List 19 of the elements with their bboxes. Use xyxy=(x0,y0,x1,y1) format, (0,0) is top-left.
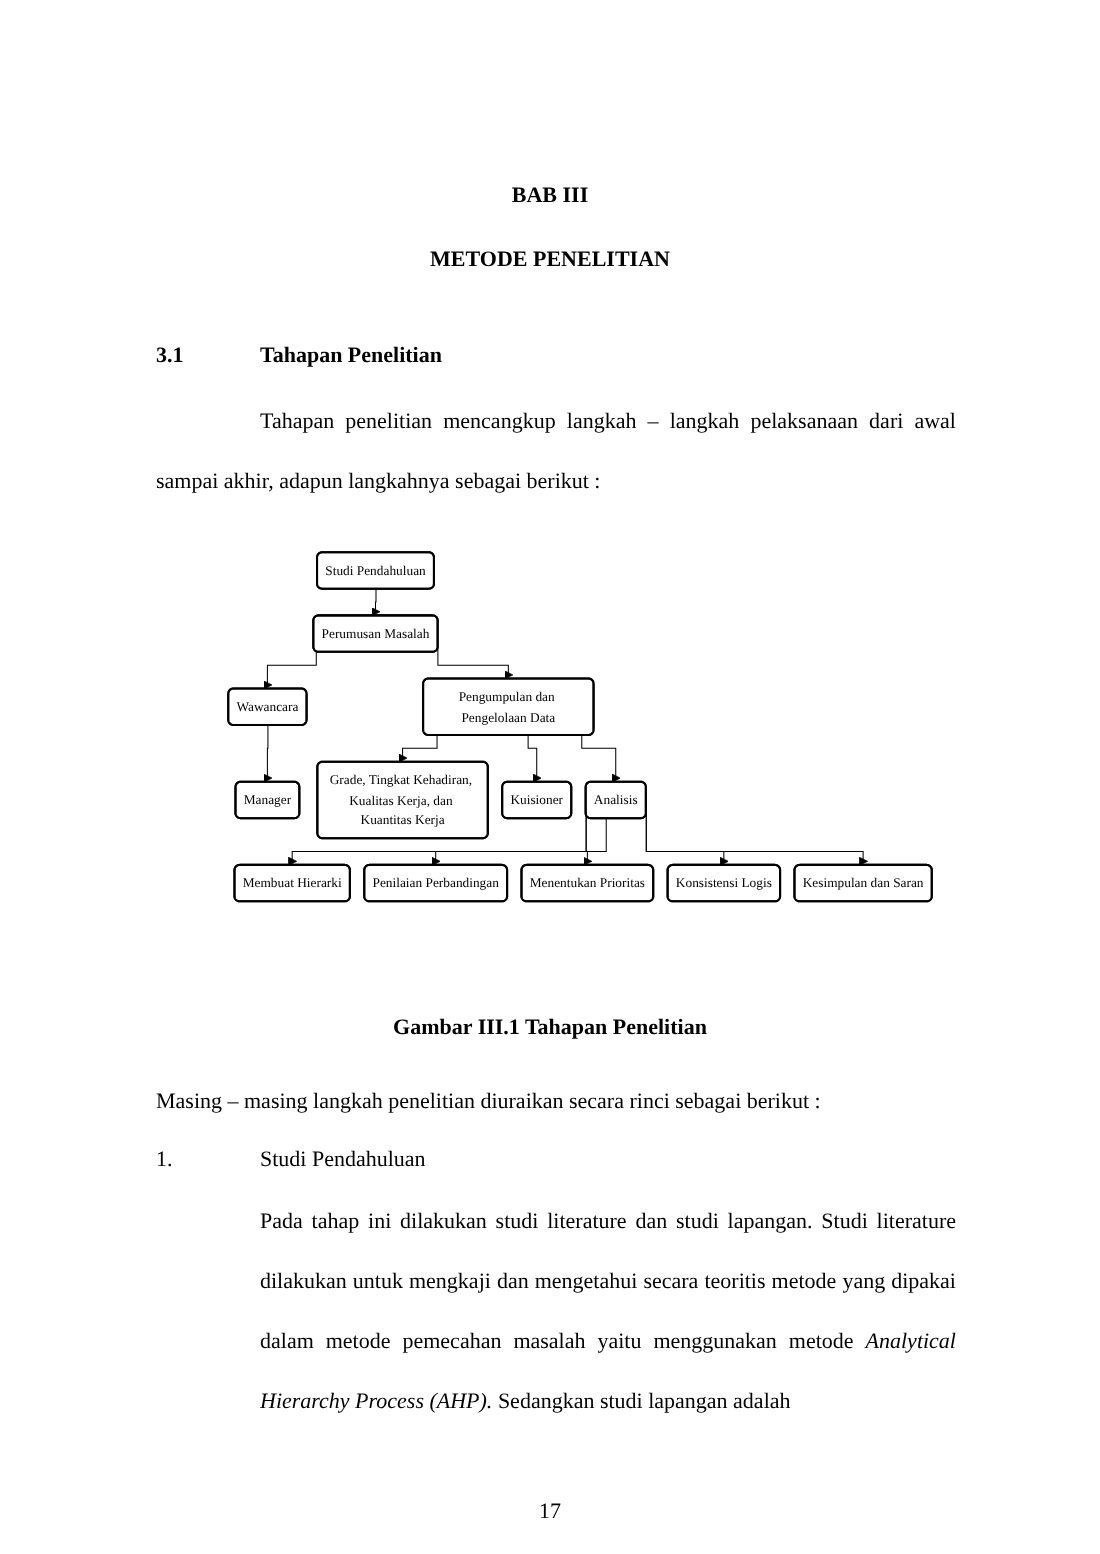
paragraph: Tahapan penelitian mencangkup langkah – langkah pelaksanaan dari awal sampai akhir, adapun langkahnya sebagai berikut : xyxy=(156,408,956,498)
arrow xyxy=(263,650,317,689)
arrow xyxy=(437,647,514,679)
list-number: 1. xyxy=(156,1148,173,1172)
list-heading: Studi Pendahuluan xyxy=(260,1148,426,1172)
paragraph: Pada tahap ini dilakukan studi literature dan studi lapangan. Studi literature dilakukan untuk mengkaji dan mengetahui secara teoritis metode yang dipakai dalam metode pemecahan masalah yaitu menggunakan metode Analytical Hierarchy Process (AHP). Sedangkan studi lapangan adalah xyxy=(260,1208,956,1418)
arrow xyxy=(263,724,273,782)
arrow xyxy=(581,734,621,782)
section-number: 3.1 xyxy=(156,344,184,368)
arrow xyxy=(583,817,607,866)
page-number: 17 xyxy=(537,1500,563,1524)
figure-caption: Gambar III.1 Tahapan Penelitian xyxy=(391,1016,709,1040)
arrow xyxy=(527,734,542,782)
paragraph: Masing – masing langkah penelitian diuraikan secara rinci sebagai berikut : xyxy=(156,1088,823,1118)
arrow xyxy=(398,734,438,762)
chapter-title: METODE PENELITIAN xyxy=(428,248,672,272)
arrow xyxy=(371,587,381,616)
chapter-heading: BAB III xyxy=(509,184,591,208)
section-heading: Tahapan Penelitian xyxy=(260,344,442,368)
